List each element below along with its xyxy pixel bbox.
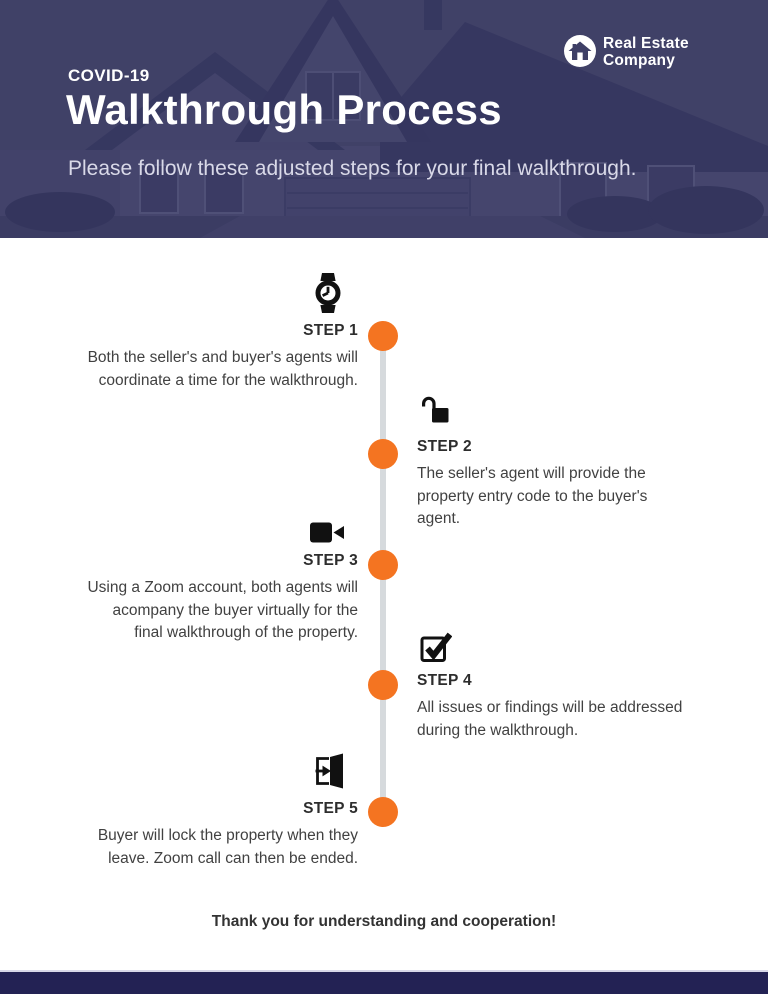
timeline-step-5: STEP 5 Buyer will lock the property when… (98, 751, 358, 870)
timeline-step-1: STEP 1 Both the seller's and buyer's age… (88, 273, 358, 392)
step-text-line: property entry code to the buyer's (417, 487, 648, 505)
step-text-line: final walkthrough of the property. (134, 624, 358, 641)
step-description: The seller's agent will provide the prop… (417, 463, 647, 531)
header-color-overlay (0, 0, 768, 238)
step-description: Both the seller's and buyer's agents wil… (88, 347, 358, 392)
company-name-line1: Real Estate (603, 35, 689, 52)
company-name-line2: Company (603, 51, 676, 69)
timeline-node-2 (368, 439, 398, 469)
step-text-line: during the walkthrough. (417, 721, 579, 739)
timeline-node-3 (368, 550, 398, 580)
footer-message: Thank you for understanding and cooperat… (211, 913, 557, 930)
house-logo-icon (564, 35, 596, 67)
header-banner: Real Estate Company COVID-19 Walkthrough… (0, 0, 768, 238)
company-name: Real Estate Company (603, 35, 689, 69)
checkbox-icon (420, 632, 453, 663)
house-photo-background (0, 0, 768, 238)
exit-door-icon (310, 751, 344, 791)
timeline-node-4 (368, 670, 398, 700)
timeline-step-4: STEP 4 All issues or findings will be ad… (417, 632, 682, 742)
step-description: Buyer will lock the property when they l… (98, 825, 358, 870)
step-text-line: The seller's agent will provide the (417, 465, 646, 482)
step-text-line: agent. (417, 510, 461, 527)
watch-icon (312, 273, 344, 313)
category-label: COVID-19 (68, 66, 150, 85)
step-text-line: All issues or findings will be addressed (417, 699, 683, 716)
step-text-line: Buyer will lock the property when they (97, 827, 358, 844)
timeline-step-2: STEP 2 The seller's agent will provide t… (417, 395, 647, 531)
step-label: STEP 4 (417, 672, 472, 689)
step-label: STEP 1 (303, 322, 358, 339)
page-title: Walkthrough Process (66, 86, 502, 133)
step-text-line: acompany the buyer virtually for the (112, 601, 358, 619)
step-description: Using a Zoom account, both agents will a… (87, 577, 358, 645)
step-text-line: Using a Zoom account, both agents will (87, 579, 358, 596)
step-description: All issues or findings will be addressed… (417, 697, 682, 742)
step-label: STEP 5 (303, 800, 358, 817)
company-logo: Real Estate Company (564, 35, 689, 69)
bottom-bar (0, 970, 768, 994)
step-label: STEP 3 (303, 552, 358, 569)
step-label: STEP 2 (417, 438, 472, 455)
page-subtitle: Please follow these adjusted steps for y… (68, 157, 637, 180)
video-camera-icon (310, 522, 344, 543)
step-text-line: coordinate a time for the walkthrough. (98, 371, 358, 389)
unlock-icon (420, 395, 452, 429)
step-text-line: leave. Zoom call can then be ended. (108, 849, 358, 867)
timeline-node-1 (368, 321, 398, 351)
timeline-step-3: STEP 3 Using a Zoom account, both agents… (87, 522, 358, 645)
step-text-line: Both the seller's and buyer's agents wil… (87, 349, 358, 366)
timeline-node-5 (368, 797, 398, 827)
